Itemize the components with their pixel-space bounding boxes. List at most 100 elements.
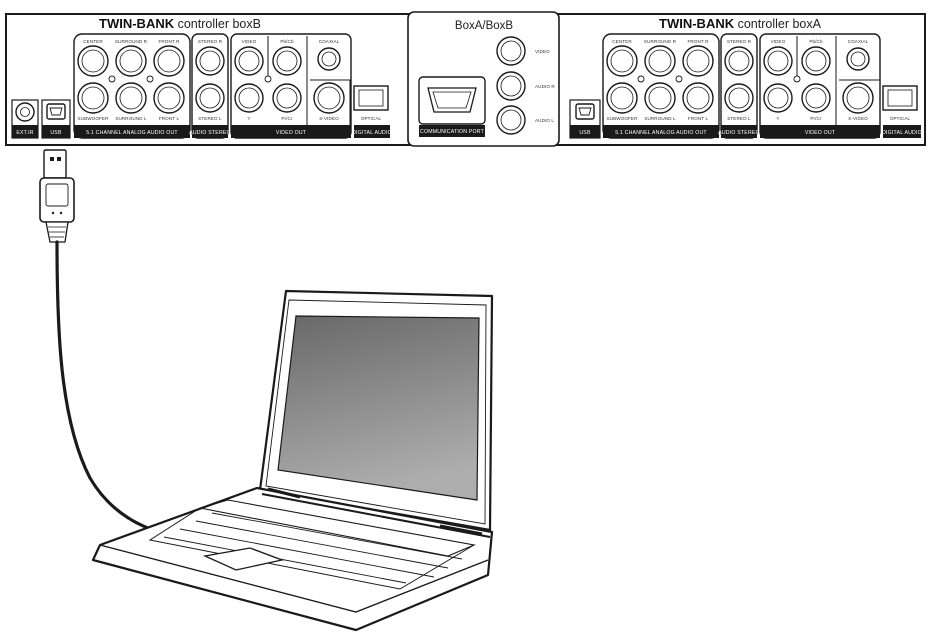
rca-jack-y[interactable] <box>763 83 793 113</box>
stereo-audio-block-a: STEREO R STEREO L AUDIO STEREO <box>718 33 760 139</box>
strip-surround-label-b: 5.1 CHANNEL ANALOG AUDIO OUT <box>86 130 178 136</box>
indicator-dot <box>108 75 116 83</box>
jack-label: S-VIDEO <box>848 116 868 121</box>
rca-jack-y[interactable] <box>234 83 264 113</box>
jack-label: VIDEO <box>771 39 786 44</box>
link-video-jack[interactable] <box>496 36 526 66</box>
strip-audio-label-b: AUDIO STEREO <box>189 130 231 136</box>
laptop <box>91 289 494 632</box>
coaxial-jack-a[interactable] <box>846 47 870 71</box>
rca-jack-center[interactable] <box>77 45 109 77</box>
strip-video-label-b: VIDEO OUT <box>276 130 307 136</box>
rca-jack-stereo-r[interactable] <box>724 46 754 76</box>
link-port-label: AUDIO R <box>535 84 555 89</box>
rca-jack-stereo-l[interactable] <box>724 83 754 113</box>
jack-label: SUBWOOFER <box>77 116 109 121</box>
jack-label: STEREO R <box>727 39 752 44</box>
laptop-touchpad[interactable] <box>202 547 285 571</box>
rca-jack-front-l[interactable] <box>682 82 714 114</box>
usb-cable-wire <box>55 240 172 537</box>
rca-jack-center[interactable] <box>606 45 638 77</box>
box-ab-title: BoxA/BoxB <box>455 20 513 32</box>
indicator-dot <box>264 75 272 83</box>
laptop-screen <box>277 315 480 501</box>
link-port-label: VIDEO <box>535 49 550 54</box>
box-ab-link-panel: BoxA/BoxB COMMUNICATION PORT VIDEO AUDIO… <box>407 11 560 147</box>
rca-jack-surround-r[interactable] <box>644 45 676 77</box>
stereo-audio-block-b: STEREO R STEREO L AUDIO STEREO <box>189 33 231 139</box>
jack-label: OPTICAL <box>361 116 382 121</box>
jack-label: Y <box>776 116 779 121</box>
strip-surround-label-a: 5.1 CHANNEL ANALOG AUDIO OUT <box>615 130 707 136</box>
jack-label: CENTER <box>612 39 632 44</box>
rca-jack-surround-l[interactable] <box>644 82 676 114</box>
jack-label: FRONT L <box>159 116 180 121</box>
link-audio-l-jack[interactable] <box>496 105 526 135</box>
video-out-block-a: VIDEO Pb/Cb Y Pr/Cr COAXIAL S-VIDEO VIDE… <box>759 33 881 139</box>
rca-jack-stereo-r[interactable] <box>195 46 225 76</box>
surround-audio-block-b: CENTER SURROUND R FRONT R SUBWOOFER SURR… <box>73 33 191 139</box>
link-port-label: AUDIO L <box>535 118 554 123</box>
usb-label-box-a: USB <box>579 130 591 136</box>
box-a-panel: TWIN-BANK controller boxA USB CENTER SUR… <box>569 16 922 139</box>
surround-audio-block-a: CENTER SURROUND R FRONT R SUBWOOFER SURR… <box>602 33 720 139</box>
jack-label: STEREO L <box>198 116 222 121</box>
rca-jack-pr[interactable] <box>801 83 831 113</box>
jack-label: FRONT R <box>158 39 180 44</box>
jack-label: SURROUND R <box>115 39 148 44</box>
jack-label: Pb/Cb <box>809 39 823 44</box>
rca-jack-subwoofer[interactable] <box>77 82 109 114</box>
jack-label: OPTICAL <box>890 116 911 121</box>
strip-video-label-a: VIDEO OUT <box>805 130 836 136</box>
communication-port-label: COMMUNICATION PORT <box>420 129 485 135</box>
usb-port-box-b[interactable]: USB <box>41 99 71 139</box>
coaxial-jack-b[interactable] <box>317 47 341 71</box>
usb-port-box-a[interactable]: USB <box>569 99 601 139</box>
rca-jack-pb[interactable] <box>801 46 831 76</box>
box-b-title: TWIN-BANK controller boxB <box>99 16 261 31</box>
strip-digital-label-a: DIGITAL AUDIO <box>882 130 922 136</box>
rca-jack-surround-r[interactable] <box>115 45 147 77</box>
s-video-jack-a[interactable] <box>842 82 874 114</box>
indicator-dot <box>637 75 645 83</box>
s-video-jack-b[interactable] <box>313 82 345 114</box>
jack-label: STEREO R <box>198 39 223 44</box>
usb-cable <box>39 149 172 537</box>
jack-label: FRONT L <box>688 116 709 121</box>
jack-label: Pb/Cb <box>280 39 294 44</box>
rear-panel: TWIN-BANK controller boxB EXT.IR USB <box>5 11 926 147</box>
rca-jack-front-r[interactable] <box>153 45 185 77</box>
rca-jack-pb[interactable] <box>272 46 302 76</box>
jack-label: SURROUND L <box>115 116 147 121</box>
video-out-block-b: VIDEO Pb/Cb Y Pr/Cr COAXIAL S-VIDEO VIDE… <box>230 33 352 139</box>
usb-label-box-b: USB <box>50 130 62 136</box>
jack-label: SURROUND R <box>644 39 677 44</box>
rca-jack-subwoofer[interactable] <box>606 82 638 114</box>
jack-label: COAXIAL <box>848 39 869 44</box>
link-audio-r-jack[interactable] <box>496 71 526 101</box>
communication-port[interactable] <box>418 76 486 125</box>
strip-audio-label-a: AUDIO STEREO <box>718 130 760 136</box>
rca-jack-stereo-l[interactable] <box>195 83 225 113</box>
jack-label: COAXIAL <box>319 39 340 44</box>
ext-ir-label: EXT.IR <box>16 130 33 136</box>
strip-digital-label-b: DIGITAL AUDIO <box>352 130 392 136</box>
jack-label: SURROUND L <box>644 116 676 121</box>
box-b-panel: TWIN-BANK controller boxB EXT.IR USB <box>11 16 392 139</box>
indicator-dot <box>675 75 683 83</box>
jack-label: Pr/Cr <box>810 116 822 121</box>
rca-jack-pr[interactable] <box>272 83 302 113</box>
indicator-dot <box>146 75 154 83</box>
rca-jack-surround-l[interactable] <box>115 82 147 114</box>
rca-jack-video[interactable] <box>763 46 793 76</box>
box-a-title: TWIN-BANK controller boxA <box>659 16 822 31</box>
usb-plug-tip <box>43 149 67 179</box>
digital-audio-block-a: OPTICAL DIGITAL AUDIO <box>839 79 922 138</box>
jack-label: Pr/Cr <box>281 116 293 121</box>
rca-jack-front-r[interactable] <box>682 45 714 77</box>
ext-ir-jack[interactable]: EXT.IR <box>11 99 39 139</box>
rca-jack-video[interactable] <box>234 46 264 76</box>
jack-label: STEREO L <box>727 116 751 121</box>
rca-jack-front-l[interactable] <box>153 82 185 114</box>
